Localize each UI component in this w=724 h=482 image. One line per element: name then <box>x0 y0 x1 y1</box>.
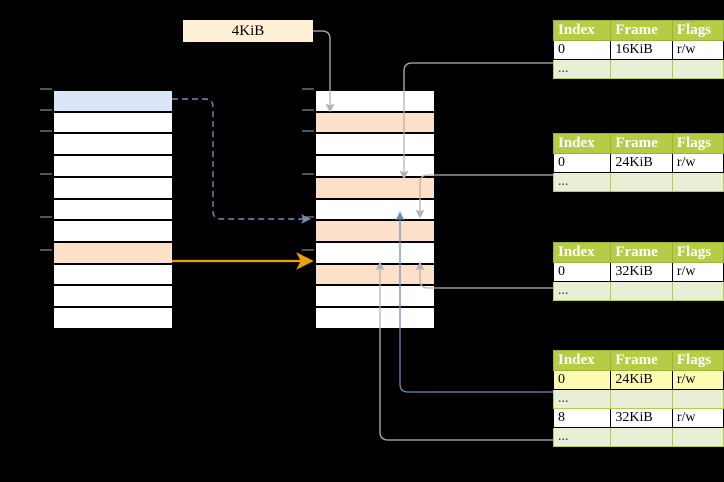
column-header-frame: Frame <box>610 242 673 263</box>
virtual-memory-column <box>52 89 174 330</box>
memory-cell[interactable] <box>315 111 435 134</box>
memory-cell[interactable] <box>53 90 173 112</box>
table-cell: r/w <box>671 370 724 390</box>
left-stack-tick-marks <box>40 88 52 251</box>
column-header-frame: Frame <box>610 133 673 154</box>
table-cell <box>671 281 724 301</box>
middle-stack-tick-marks <box>302 88 314 251</box>
table-cell: 0 <box>552 153 612 173</box>
table-cell: ... <box>552 59 612 79</box>
memory-cell[interactable] <box>53 176 173 199</box>
memory-cell[interactable] <box>53 220 173 243</box>
table-cell: 24KiB <box>610 370 673 390</box>
connector-table2-to-middle <box>415 174 553 219</box>
memory-cell[interactable] <box>315 285 435 308</box>
column-header-index: Index <box>552 350 612 371</box>
connector-left-blue-row-to-middle <box>172 98 311 224</box>
table-cell: ... <box>552 281 612 301</box>
column-header-flags: Flags <box>671 20 724 41</box>
table-cell: 16KiB <box>610 40 673 60</box>
table-cell: 8 <box>552 408 612 428</box>
memory-cell[interactable] <box>315 176 435 199</box>
table-cell <box>610 172 673 192</box>
memory-cell[interactable] <box>315 263 435 286</box>
table-cell: 32KiB <box>610 408 673 428</box>
table-row[interactable]: ... <box>552 59 724 79</box>
table-cell: r/w <box>671 408 724 428</box>
table-row[interactable]: ... <box>552 281 724 301</box>
table-cell <box>671 59 724 79</box>
table-cell <box>610 281 673 301</box>
memory-cell[interactable] <box>315 307 435 329</box>
table-cell: 24KiB <box>610 153 673 173</box>
table-cell: 0 <box>552 370 612 390</box>
table-row[interactable]: ... <box>552 389 724 409</box>
memory-cell[interactable] <box>315 242 435 264</box>
table-cell: 0 <box>552 262 612 282</box>
table-row[interactable]: ... <box>552 172 724 192</box>
column-header-index: Index <box>552 242 612 263</box>
memory-cell[interactable] <box>53 307 173 329</box>
size-label-4kib: 4KiB <box>183 20 313 42</box>
memory-cell[interactable] <box>315 155 435 177</box>
column-header-index: Index <box>552 20 612 41</box>
column-header-flags: Flags <box>671 350 724 371</box>
memory-cell[interactable] <box>315 220 435 243</box>
column-header-frame: Frame <box>610 350 673 371</box>
physical-memory-column <box>314 89 436 330</box>
memory-cell[interactable] <box>53 198 173 221</box>
memory-cell[interactable] <box>53 242 173 264</box>
table-cell: 0 <box>552 40 612 60</box>
table-cell <box>610 427 673 447</box>
table-cell <box>610 389 673 409</box>
memory-cell[interactable] <box>315 133 435 156</box>
table-row[interactable]: ... <box>552 427 724 447</box>
column-header-index: Index <box>552 133 612 154</box>
table-cell: r/w <box>671 153 724 173</box>
memory-cell[interactable] <box>53 133 173 156</box>
column-header-frame: Frame <box>610 20 673 41</box>
table-cell <box>671 389 724 409</box>
column-header-flags: Flags <box>671 242 724 263</box>
memory-cell[interactable] <box>53 111 173 134</box>
table-cell: ... <box>552 172 612 192</box>
connector-table3-to-middle <box>415 261 553 289</box>
table-cell: r/w <box>671 40 724 60</box>
size-label-text: 4KiB <box>231 23 265 39</box>
table-cell <box>671 427 724 447</box>
memory-cell[interactable] <box>53 263 173 286</box>
table-cell: r/w <box>671 262 724 282</box>
memory-cell[interactable] <box>315 90 435 112</box>
memory-cell[interactable] <box>53 155 173 177</box>
table-cell: ... <box>552 389 612 409</box>
memory-cell[interactable] <box>53 285 173 308</box>
table-cell: ... <box>552 427 612 447</box>
table-cell: 32KiB <box>610 262 673 282</box>
table-cell <box>610 59 673 79</box>
column-header-flags: Flags <box>671 133 724 154</box>
table-cell <box>671 172 724 192</box>
memory-cell[interactable] <box>315 198 435 221</box>
